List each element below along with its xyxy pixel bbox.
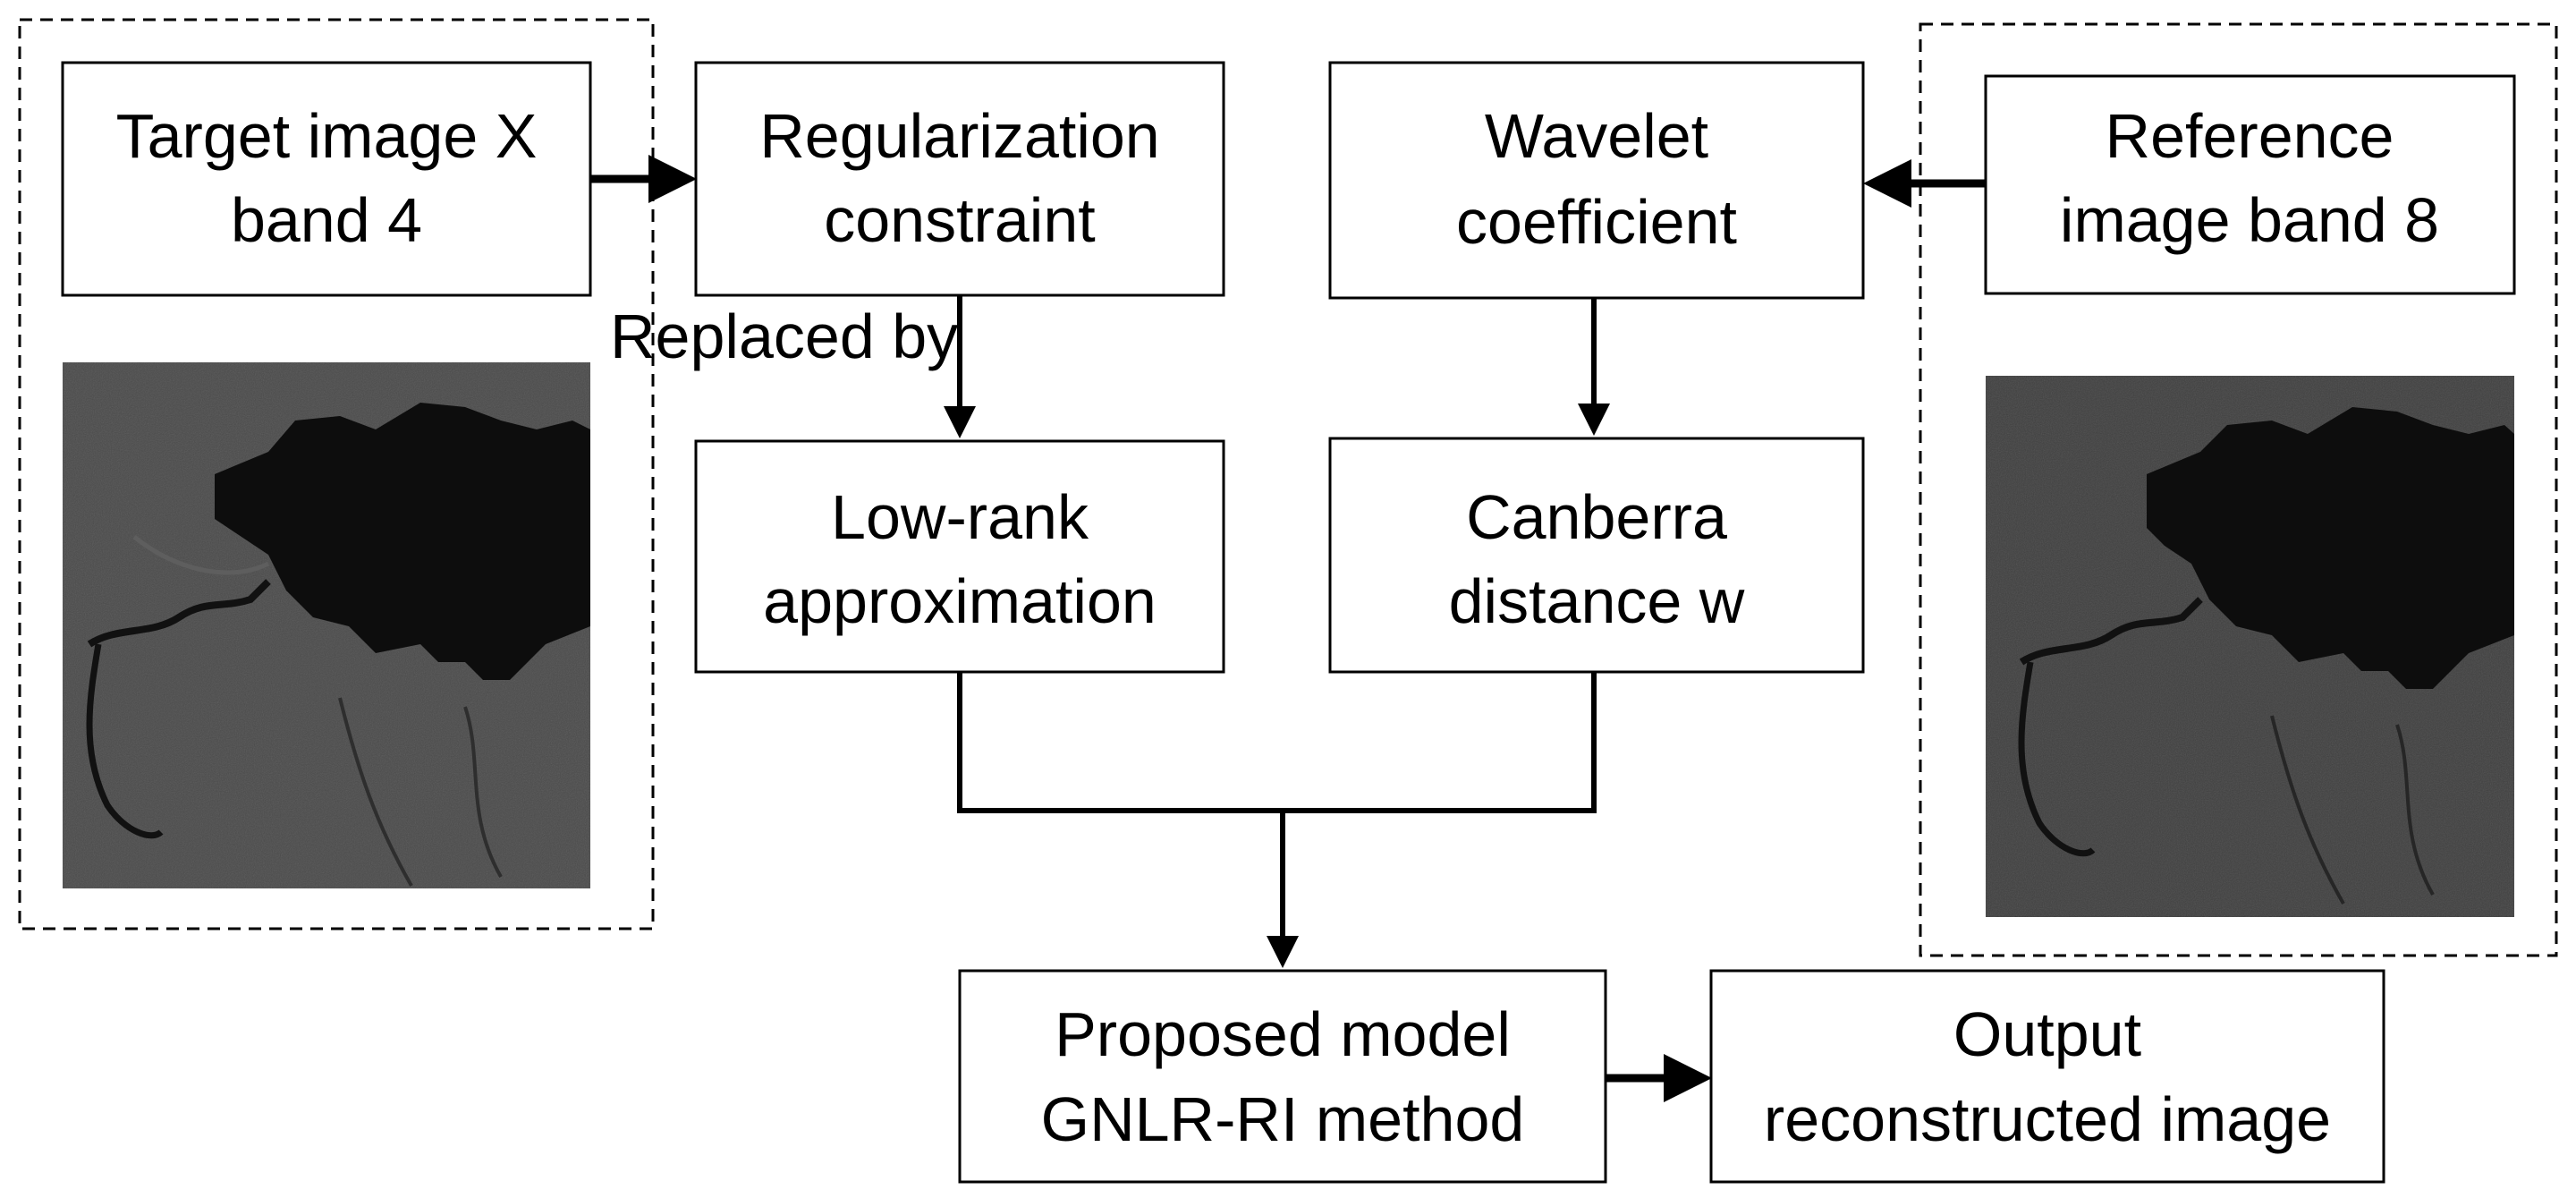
proposed-model-box: Proposed model GNLR-RI method bbox=[958, 969, 1607, 1184]
canberra-box-line2: distance w bbox=[1449, 566, 1745, 636]
reference-image-box-line2: image band 8 bbox=[2060, 185, 2439, 255]
wavelet-box: Wavelet coefficient bbox=[1328, 61, 1865, 300]
target-group-outline bbox=[18, 18, 655, 930]
regularization-box-line1: Regularization bbox=[759, 101, 1159, 171]
regularization-box-line2: constraint bbox=[824, 185, 1095, 255]
lowrank-box-line1: Low-rank bbox=[831, 482, 1089, 552]
reference-group-outline bbox=[1919, 22, 2558, 957]
wavelet-box-line2: coefficient bbox=[1456, 187, 1737, 257]
target-image-box-line2: band 4 bbox=[231, 185, 422, 255]
regularization-box: Regularization constraint bbox=[694, 61, 1225, 297]
merge-connector bbox=[957, 672, 1597, 813]
target-image-box-line1: Target image X bbox=[116, 101, 538, 171]
canberra-box: Canberra distance w bbox=[1328, 437, 1865, 674]
output-box-line1: Output bbox=[1953, 999, 2141, 1069]
target-satellite-image bbox=[63, 362, 590, 888]
replaced-by-label: Replaced by bbox=[610, 302, 958, 371]
reference-image-box: Reference image band 8 bbox=[1984, 74, 2516, 295]
proposed-model-box-line2: GNLR-RI method bbox=[1041, 1084, 1525, 1154]
reference-satellite-image bbox=[1986, 376, 2514, 917]
target-image-box: Target image X band 4 bbox=[61, 61, 592, 297]
output-box: Output reconstructed image bbox=[1709, 969, 2385, 1184]
canberra-box-line1: Canberra bbox=[1466, 482, 1727, 552]
output-box-line2: reconstructed image bbox=[1764, 1084, 2331, 1154]
wavelet-box-line1: Wavelet bbox=[1485, 101, 1708, 171]
lowrank-box-line2: approximation bbox=[763, 566, 1157, 636]
proposed-model-box-line1: Proposed model bbox=[1055, 999, 1511, 1069]
lowrank-box: Low-rank approximation bbox=[694, 439, 1225, 674]
reference-image-box-line1: Reference bbox=[2106, 101, 2394, 171]
